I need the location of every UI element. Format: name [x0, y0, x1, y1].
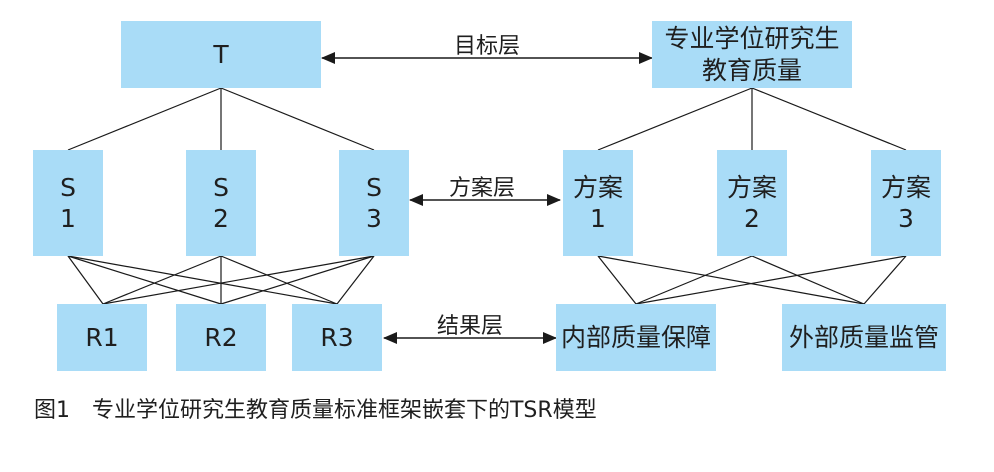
- node-s3: S 3: [339, 150, 409, 256]
- node-quality-line2: 教育质量: [701, 55, 802, 85]
- node-s2: S 2: [186, 150, 256, 256]
- node-plan2-line2: 2: [744, 204, 760, 233]
- node-plan1-line2: 1: [590, 204, 606, 233]
- right-tree-lines: [597, 87, 907, 305]
- node-plan2-line1: 方案: [726, 172, 777, 202]
- node-quality-line1: 专业学位研究生: [664, 24, 840, 54]
- node-r3: R3: [292, 304, 382, 371]
- layer-arrows: [321, 52, 653, 344]
- goal-layer-label: 目标层: [453, 34, 520, 59]
- node-plan1-line1: 方案: [572, 172, 623, 202]
- node-r1-label: R1: [85, 322, 119, 352]
- node-r3-label: R3: [320, 322, 354, 352]
- node-t: T: [121, 21, 321, 88]
- node-s3-line1: S: [366, 172, 382, 202]
- node-external-supervision-label: 外部质量监管: [788, 322, 939, 352]
- node-s2-line2: 2: [213, 204, 229, 233]
- node-plan1: 方案 1: [563, 150, 633, 256]
- node-s1-line1: S: [60, 172, 76, 202]
- node-plan3: 方案 3: [871, 150, 941, 256]
- node-r2-label: R2: [204, 322, 238, 352]
- node-external-supervision: 外部质量监管: [782, 304, 946, 371]
- node-plan3-line2: 3: [898, 204, 914, 233]
- node-r2: R2: [176, 304, 266, 371]
- left-tree-lines: [67, 87, 375, 305]
- result-layer-label: 结果层: [436, 314, 503, 339]
- node-s2-line1: S: [213, 172, 229, 202]
- node-s1-line2: 1: [60, 204, 76, 233]
- node-s1: S 1: [33, 150, 103, 256]
- plan-layer-label: 方案层: [448, 176, 515, 201]
- node-quality: 专业学位研究生 教育质量: [652, 21, 852, 88]
- node-t-label: T: [213, 39, 229, 69]
- node-internal-qa: 内部质量保障: [556, 304, 716, 371]
- node-r1: R1: [57, 304, 147, 371]
- node-internal-qa-label: 内部质量保障: [560, 322, 711, 352]
- figure-caption: 图1 专业学位研究生教育质量标准框架嵌套下的TSR模型: [34, 398, 597, 423]
- node-plan3-line1: 方案: [880, 172, 931, 202]
- node-plan2: 方案 2: [717, 150, 787, 256]
- node-s3-line2: 3: [366, 204, 382, 233]
